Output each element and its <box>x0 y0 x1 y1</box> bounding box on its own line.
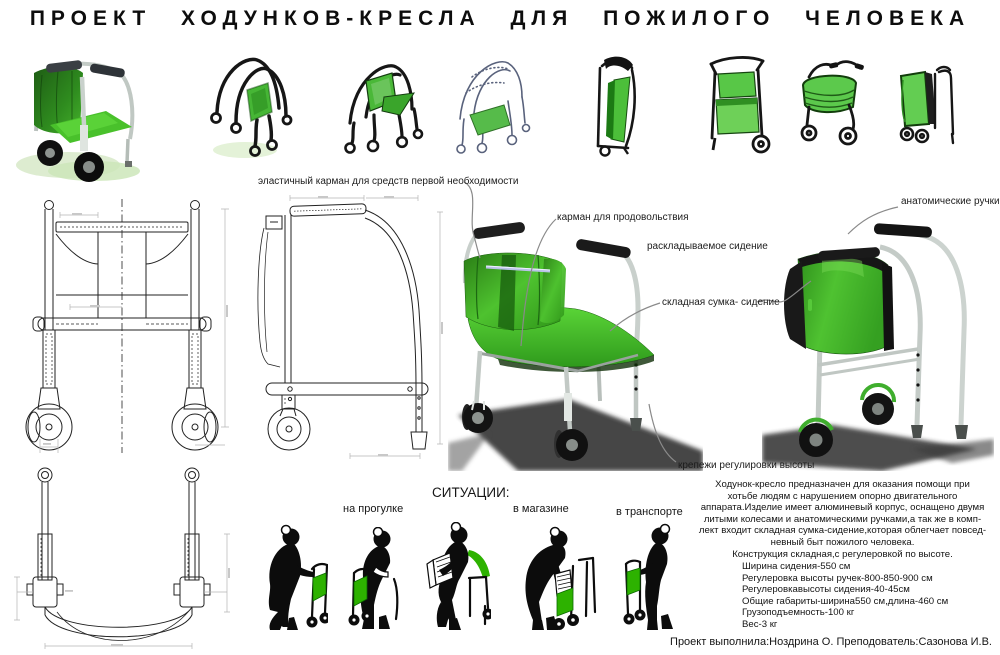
pictogram-elderly-shopping <box>515 522 597 634</box>
spec-handle-height: Регулеровка высоты ручек-800-850-900 см <box>742 572 933 584</box>
situation-label-shop: в магазине <box>513 503 569 515</box>
credits-line: Проект выполнила:Ноздрина О. Преподовате… <box>670 636 992 648</box>
dimension-lines <box>289 195 443 459</box>
concept-sketch-folded-pair <box>885 58 965 150</box>
concept-sketch-arched-2 <box>338 53 438 161</box>
description-line: хотьбе людям с нарушением опорно двигате… <box>727 490 958 502</box>
spec-seat-height: Регулеровкавысоты сидения-40-45см <box>742 584 910 595</box>
situation-label-walk: на прогулке <box>343 503 404 515</box>
spec-weight: Вес-3 кг <box>742 618 778 630</box>
situations-heading: СИТУАЦИИ: <box>432 485 510 500</box>
pictogram-elderly-walking-1 <box>258 524 328 636</box>
concept-sketch-basket-walker <box>795 55 867 153</box>
description-line: невный быт пожилого человека. <box>770 536 915 548</box>
spec-load-capacity: Грузоподъемность-100 кг <box>742 607 855 618</box>
spec-list: Ширина сидения-550 см Регулеровка высоты… <box>742 561 948 630</box>
drawing-front-view <box>10 195 235 460</box>
concept-sketch-light <box>452 53 552 161</box>
callout-food-pocket-label: карман для продовольствия <box>557 212 689 223</box>
description-line: аппарата.Изделие имеет алюминевый корпус… <box>700 502 985 514</box>
spec-seat-width: Ширина сидения-550 см <box>742 561 851 572</box>
page-title: ПРОЕКТ ХОДУНКОВ-КРЕСЛА ДЛЯ ПОЖИЛОГО ЧЕЛО… <box>29 7 971 30</box>
dimension-lines <box>39 208 229 453</box>
callout-height-adjusters-label: крепежи регулировки высоты <box>678 460 815 471</box>
description-line: Конструкция складная,с регулеровкой по в… <box>732 548 953 560</box>
description-line: лект входит складная сумка-сидение,котор… <box>698 525 987 537</box>
description-line: Ходунок-кресло предназначен для оказания… <box>715 479 970 490</box>
concept-sketch-arched-1 <box>205 50 305 165</box>
situation-label-transport: в транспорте <box>616 506 683 518</box>
callout-anatomic-handles-label: анатомические ручки <box>901 196 1000 207</box>
callout-folding-seat-label: раскладываемое сидение <box>647 241 768 252</box>
pictogram-elderly-walking-2 <box>346 527 416 635</box>
spec-overall-size: Общие габариты-ширина550 см,длина-460 см <box>742 595 949 607</box>
concept-sketch-stacked-trolley <box>695 52 780 162</box>
pictogram-elderly-transport <box>620 522 686 634</box>
callout-elastic-pocket-label: эластичный карман для средств первой нео… <box>258 176 519 187</box>
concept-sketch-folded-side <box>578 52 658 160</box>
dimension-lines <box>14 533 230 649</box>
drawing-side-view <box>250 192 455 464</box>
render-folded-walker <box>762 203 994 471</box>
product-description: Ходунок-кресло предназначен для оказания… <box>690 479 995 560</box>
concept-photo-final-model <box>6 33 161 183</box>
pictogram-elderly-sitting-reading <box>425 522 491 634</box>
drawing-rear-view <box>5 462 240 652</box>
callout-bag-seat-label: складная сумка- сидение <box>662 297 780 308</box>
description-line: литыми колесами и анатомическими ручками… <box>703 513 982 525</box>
